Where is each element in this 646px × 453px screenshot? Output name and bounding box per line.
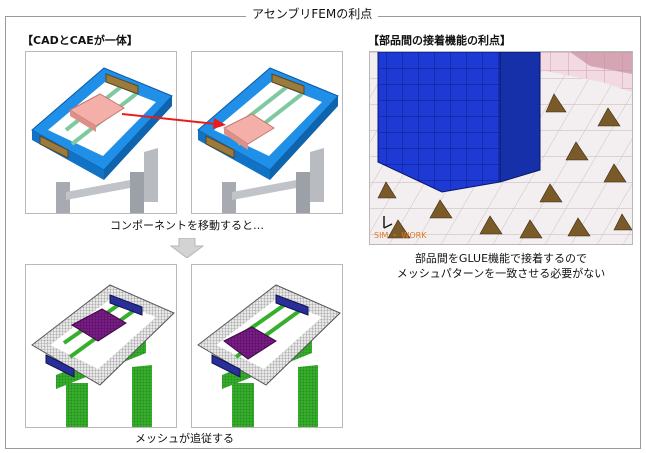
glue-caption-line1: 部品間をGLUE機能で接着するので <box>414 252 588 265</box>
glue-caption-line2: メッシュパターンを一致させる必要がない <box>396 267 606 280</box>
cad-after-illustration <box>192 52 342 213</box>
mesh-after-panel <box>191 264 343 428</box>
glue-render-illustration <box>370 52 632 244</box>
page-title: アセンブリFEMの利点 <box>246 6 379 22</box>
right-section-header: 【部品間の接着機能の利点】 <box>368 34 511 47</box>
mesh-after-illustration <box>192 265 342 427</box>
move-caption: コンポーネントを移動すると… <box>110 219 264 232</box>
cad-before-panel <box>25 51 177 214</box>
left-section-header: 【CADとCAEが一体】 <box>22 34 138 47</box>
mesh-caption: メッシュが追従する <box>135 432 234 445</box>
mesh-before-panel <box>25 264 177 428</box>
down-arrow-icon <box>170 238 204 258</box>
mesh-before-illustration <box>26 265 176 427</box>
cad-before-illustration <box>26 52 176 213</box>
simwork-watermark: SIM ・ WORK <box>374 231 427 240</box>
glue-render-panel: SIM ・ WORK <box>369 51 633 245</box>
move-arrow <box>121 113 226 129</box>
cad-after-panel <box>191 51 343 214</box>
